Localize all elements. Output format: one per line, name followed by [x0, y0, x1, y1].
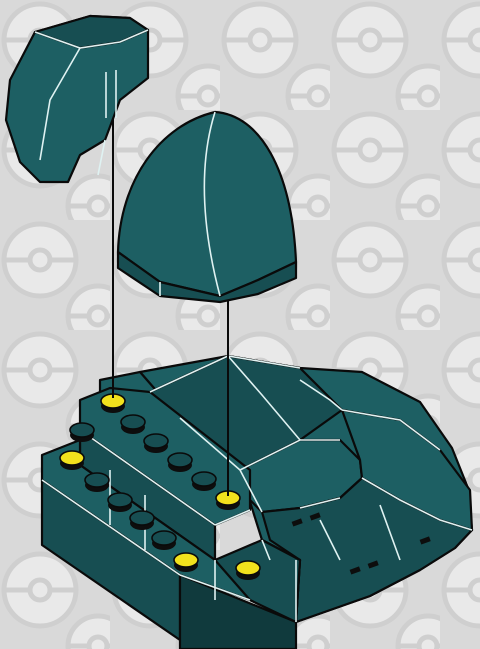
- stud: [192, 472, 216, 491]
- stud: [152, 531, 176, 550]
- stud: [121, 415, 145, 434]
- stud: [70, 423, 94, 442]
- stud: [130, 511, 154, 530]
- stud: [144, 434, 168, 453]
- stud: [108, 493, 132, 512]
- stud: [168, 453, 192, 472]
- stud-highlighted: [60, 451, 84, 470]
- stud-highlighted: [236, 561, 260, 580]
- stud-highlighted: [174, 553, 198, 572]
- stud: [85, 473, 109, 492]
